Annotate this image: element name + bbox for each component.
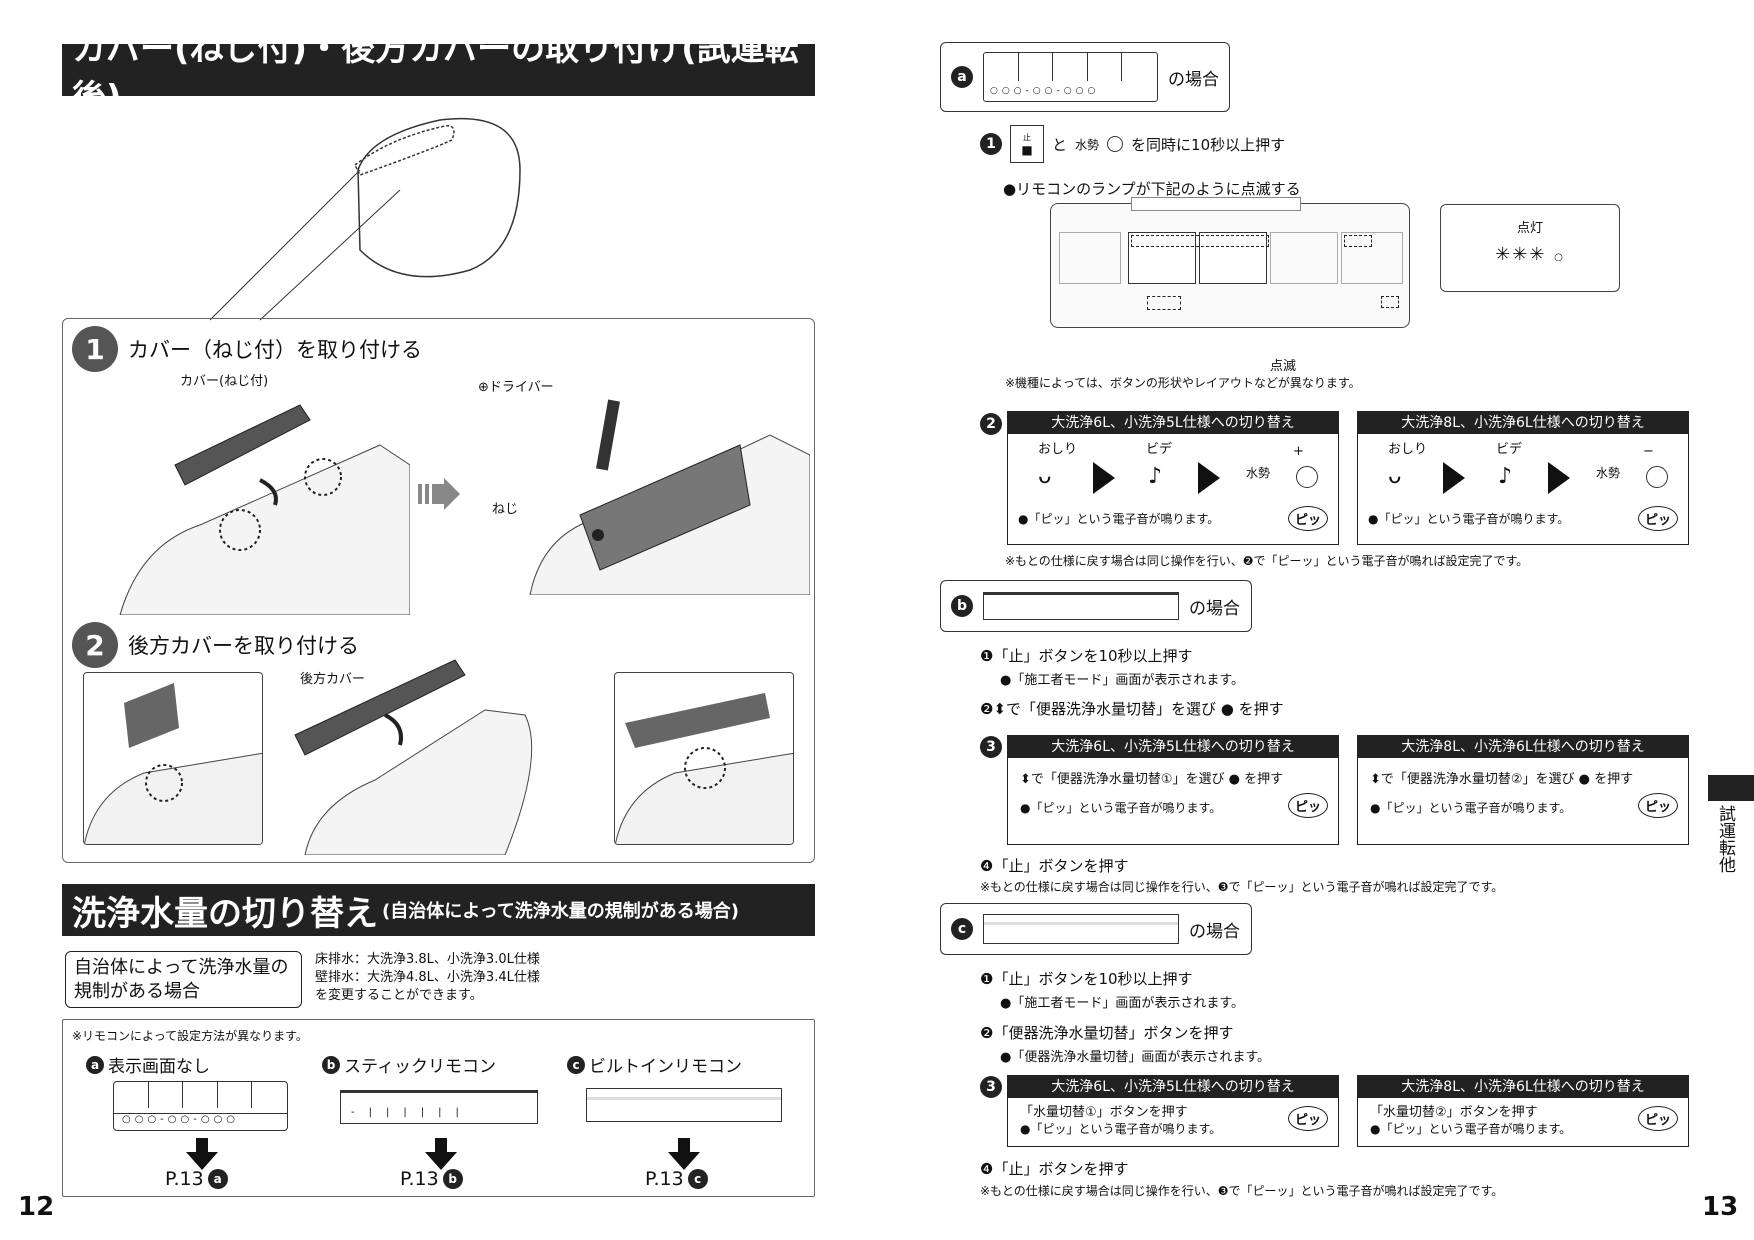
case-c-step2-note: ●「便器洗浄水量切替」画面が表示されます。 [1000,1050,1271,1065]
step-1-number: 1 [72,326,118,372]
cover-install-diagram [119,404,410,615]
cover-screw-label: カバー(ねじ付) [180,374,269,389]
remote-a-ref-mark: a [207,1169,228,1189]
installation-steps-frame [62,318,815,863]
case-a-step1: 1 止■ と 水勢 を同時に10秒以上押す [980,125,1285,163]
remote-b-mark: b [322,1055,340,1074]
spec-note: を変更することができます。 [315,988,483,1003]
step-2-label: 後方カバーを取り付ける [128,634,359,658]
chapter-tab [1708,775,1754,801]
spec-floor: 床排水：大洗浄3.8L、小洗浄3.0L仕様 [315,952,540,967]
remote-a-mark: a [86,1055,104,1074]
water-force-key-icon [1107,136,1124,152]
remote-b-name: スティックリモコン [344,1057,496,1077]
case-b-step2: ❷⬍で「便器洗浄水量切替」を選び ● を押す [980,700,1284,718]
screwdriver-diagram [529,399,810,595]
rear-cover-diagram [294,659,533,855]
remote-c-mark: c [567,1055,585,1074]
case-c-header: c の場合 [940,903,1252,955]
remote-c-illustration [586,1088,782,1122]
detail-box-right [614,672,794,845]
screw-label: ねじ [492,502,519,517]
remote-b-illustration: -|||||| [340,1090,538,1124]
detail-box-left [83,672,263,845]
page-number-right: 13 [1702,1192,1739,1222]
panel-a-8l: 大洗浄8L、小洗浄6L仕様への切り替え おしり ビデ − 水勢 ᴗ ♪ ●「ピッ… [1357,411,1689,545]
chapter-tab-label: 試運転他 [1715,805,1735,873]
remote-a-illustration: ○○○-○○-○○○ [113,1081,288,1131]
panel-c-8l: 大洗浄8L、小洗浄6L仕様への切り替え 「水量切替②」ボタンを押す ●「ピッ」と… [1357,1075,1689,1147]
case-c-step3-num: 3 [980,1076,1002,1098]
spec-wall: 壁排水：大洗浄4.8L、小洗浄3.4L仕様 [315,970,540,985]
case-b-step3-num: 3 [980,736,1002,758]
case-b-header: b の場合 [940,580,1252,632]
layout-note: ※機種によっては、ボタンの形状やレイアウトなどが異なります。 [1005,376,1361,390]
toilet-illustration [209,117,521,321]
regulation-box: 自治体によって洗浄水量の規制がある場合 [65,951,302,1008]
stop-key-icon: 止■ [1010,125,1044,163]
step-2-number: 2 [72,622,118,668]
remote-c-name: ビルトインリモコン [589,1057,742,1077]
panel-b-8l: 大洗浄8L、小洗浄6L仕様への切り替え ⬍で「便器洗浄水量切替②」を選び ● を… [1357,735,1689,845]
oshiri-icon: ᴗ [1388,464,1402,489]
next-arrow [418,478,460,510]
remote-types-frame [62,1019,815,1197]
remote-b-ref[interactable]: P.13 [400,1168,439,1190]
section-title-cover: カバー(ねじ付)・後方カバーの取り付け(試運転後) [62,29,815,118]
remote-c-ref[interactable]: P.13 [645,1168,684,1190]
remote-panel-detail [1050,197,1410,328]
remote-a-name: 表示画面なし [108,1057,210,1077]
blink-label: 点滅 [1270,359,1297,374]
case-b-step1-note: ●「施工者モード」画面が表示されます。 [1000,673,1245,688]
case-a-header: a ○○○-○○-○○○ の場合 [940,42,1230,112]
case-a-restore: ※もとの仕様に戻す場合は同じ操作を行い、❷で「ピーッ」という電子音が鳴れば設定完… [1005,554,1529,568]
case-b-step1: ❶「止」ボタンを10秒以上押す [980,647,1193,665]
page-number-left: 12 [18,1192,55,1222]
lit-callout: 点灯 ✳✳✳ ○ [1440,204,1620,292]
case-c-step4: ❹「止」ボタンを押す [980,1160,1129,1178]
water-force-button [1296,466,1318,488]
panel-b-6l: 大洗浄6L、小洗浄5L仕様への切り替え ⬍で「便器洗浄水量切替①」を選び ● を… [1007,735,1339,845]
case-a-step2-num: 2 [980,413,1002,435]
step-1-label: カバー（ねじ付）を取り付ける [128,338,422,362]
panel-c-6l: 大洗浄6L、小洗浄5L仕様への切り替え 「水量切替①」ボタンを押す ●「ピッ」と… [1007,1075,1339,1147]
bide-icon: ♪ [1148,464,1163,489]
regulation-specs: 床排水：大洗浄3.8L、小洗浄3.0L仕様 壁排水：大洗浄4.8L、小洗浄3.4… [315,951,540,1005]
water-force-button [1646,466,1668,488]
case-c-step2: ❷「便器洗浄水量切替」ボタンを押す [980,1024,1234,1042]
down-arrow-a [186,1138,218,1170]
remote-a-ref[interactable]: P.13 [165,1168,204,1190]
bide-icon: ♪ [1498,464,1513,489]
blink-note: ●リモコンのランプが下記のように点滅する [1003,180,1301,198]
remote-c-ref-mark: c [687,1169,708,1189]
case-b-restore: ※もとの仕様に戻す場合は同じ操作を行い、❸で「ピーッ」という電子音が鳴れば設定完… [980,880,1504,894]
rear-cover-label: 後方カバー [300,672,366,687]
remote-note: ※リモコンによって設定方法が異なります。 [72,1029,308,1043]
driver-label: ⊕ドライバー [478,380,554,395]
section-title-water: 洗浄水量の切り替え (自治体によって洗浄水量の規制がある場合) [62,884,815,936]
down-arrow-c [668,1138,700,1170]
oshiri-icon: ᴗ [1038,464,1052,489]
case-c-step1: ❶「止」ボタンを10秒以上押す [980,970,1193,988]
down-arrow-b [425,1138,457,1170]
case-c-step1-note: ●「施工者モード」画面が表示されます。 [1000,996,1245,1011]
case-b-step4: ❹「止」ボタンを押す [980,857,1129,875]
remote-b-ref-mark: b [442,1169,463,1189]
case-c-restore: ※もとの仕様に戻す場合は同じ操作を行い、❸で「ピーッ」という電子音が鳴れば設定完… [980,1184,1504,1198]
panel-a-6l: 大洗浄6L、小洗浄5L仕様への切り替え おしり ビデ + 水勢 ᴗ ♪ ●「ピッ… [1007,411,1339,545]
